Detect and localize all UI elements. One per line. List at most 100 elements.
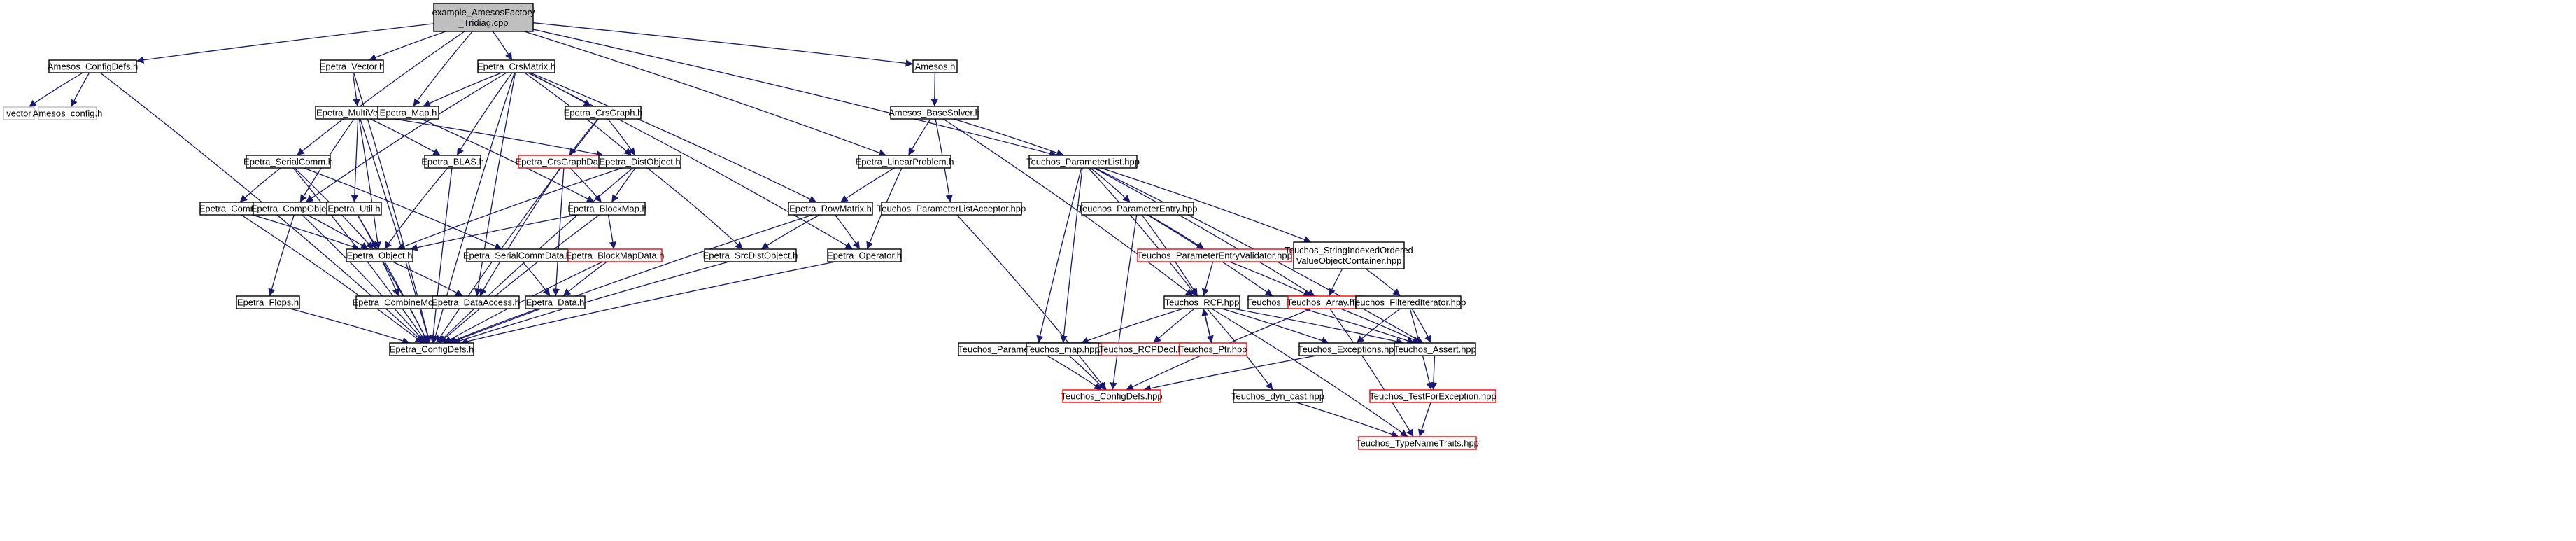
node-root[interactable]: example_AmesosFactory_Tridiag.cpp xyxy=(432,3,535,32)
node-teuchos_map[interactable]: Teuchos_map.hpp xyxy=(1025,342,1100,356)
node-vector: vector xyxy=(3,106,35,120)
node-box-teuchos_ptr xyxy=(1179,342,1247,356)
node-epetra_flops[interactable]: Epetra_Flops.h xyxy=(236,295,300,309)
node-teuchos_ptr[interactable]: Teuchos_Ptr.hpp xyxy=(1179,342,1247,356)
node-box-vector xyxy=(3,106,35,120)
node-box-teuchos_configdefs xyxy=(1062,389,1161,403)
node-label-amesos_configdefs: Amesos_ConfigDefs.h xyxy=(48,62,138,72)
node-teuchos_parameterlistacceptor[interactable]: Teuchos_ParameterListAcceptor.hpp xyxy=(877,202,1026,216)
node-epetra_data[interactable]: Epetra_Data.h xyxy=(525,295,586,309)
node-epetra_blockmap[interactable]: Epetra_BlockMap.h xyxy=(567,202,647,216)
node-box-epetra_map xyxy=(377,106,439,120)
node-box-epetra_blockmapdata xyxy=(567,248,663,262)
node-box-epetra_distobject xyxy=(598,155,681,169)
node-epetra_blockmapdata[interactable]: Epetra_BlockMapData.h xyxy=(566,248,665,262)
edge-epetra_crsmatrix-to-epetra_dataaccess xyxy=(474,72,516,297)
node-teuchos_assert[interactable]: Teuchos_Assert.hpp xyxy=(1394,342,1476,356)
node-epetra_object[interactable]: Epetra_Object.h xyxy=(346,248,413,262)
node-teuchos_typenametraits[interactable]: Teuchos_TypeNameTraits.hpp xyxy=(1356,436,1479,450)
edge-epetra_crsgraph-to-epetra_distobject xyxy=(607,118,636,156)
node-amesos_configdefs[interactable]: Amesos_ConfigDefs.h xyxy=(48,59,138,73)
edge-epetra_blas-to-epetra_configdefs xyxy=(429,167,453,344)
node-teuchos_testforexception[interactable]: Teuchos_TestForException.hpp xyxy=(1369,389,1496,403)
node-epetra_vector[interactable]: Epetra_Vector.h xyxy=(320,59,385,73)
node-label-epetra_serialcomm: Epetra_SerialComm.h xyxy=(243,157,333,167)
node-label-amesos_config: Amesos_config.h xyxy=(33,108,103,119)
node-label-teuchos_parameterentry: Teuchos_ParameterEntry.hpp xyxy=(1077,204,1197,214)
node-teuchos_exceptions[interactable]: Teuchos_Exceptions.hpp xyxy=(1298,342,1399,356)
node-epetra_distobject[interactable]: Epetra_DistObject.h xyxy=(598,155,681,169)
edge-epetra_blockmap-to-epetra_configdefs xyxy=(439,214,600,344)
node-teuchos_configdefs[interactable]: Teuchos_ConfigDefs.hpp xyxy=(1061,389,1163,403)
node-label-teuchos_rcpdecl: Teuchos_RCPDecl.hpp xyxy=(1099,344,1193,355)
node-label-root-line1: example_AmesosFactory xyxy=(432,7,535,17)
edge-epetra_distobject-to-epetra_object xyxy=(397,167,623,251)
edge-teuchos_parameterlist-to-teuchos_map xyxy=(1060,167,1083,344)
edge-epetra_linearproblem-to-epetra_rowmatrix xyxy=(840,167,896,203)
node-epetra_dataaccess[interactable]: Epetra_DataAccess.h xyxy=(432,295,520,309)
node-box-epetra_linearproblem xyxy=(858,155,951,169)
edge-epetra_compobject-to-epetra_configdefs xyxy=(302,214,426,344)
edge-teuchos_paramentryvalidator-to-teuchos_rcp xyxy=(1201,261,1214,297)
node-amesos_h[interactable]: Amesos.h xyxy=(912,59,958,73)
node-epetra_util[interactable]: Epetra_Util.h xyxy=(326,202,382,216)
edge-teuchos_ptr-to-teuchos_rcp xyxy=(1201,308,1212,344)
node-teuchos_filterediterator[interactable]: Teuchos_FilteredIterator.hpp xyxy=(1351,295,1466,309)
node-box-amesos_configdefs xyxy=(48,59,137,73)
node-box-epetra_dataaccess xyxy=(432,295,520,309)
node-teuchos_rcpdecl[interactable]: Teuchos_RCPDecl.hpp xyxy=(1099,342,1193,356)
node-epetra_serialcommdata[interactable]: Epetra_SerialCommData.h xyxy=(463,248,572,262)
node-epetra_crsmatrix[interactable]: Epetra_CrsMatrix.h xyxy=(477,59,555,73)
edge-epetra_crsmatrix-to-epetra_compobject xyxy=(305,72,507,203)
edge-epetra_rowmatrix-to-epetra_operator xyxy=(834,214,861,250)
edge-teuchos_assert-to-teuchos_testforexception xyxy=(1429,355,1438,391)
edge-teuchos_parameterlist-to-teuchos_stringindexed xyxy=(1101,167,1312,244)
node-label-epetra_object: Epetra_Object.h xyxy=(347,251,413,261)
edge-epetra_multivector-to-epetra_configdefs xyxy=(360,118,432,344)
node-box-epetra_srcdistobject xyxy=(704,248,797,262)
node-label-epetra_data: Epetra_Data.h xyxy=(526,297,585,308)
node-epetra_configdefs[interactable]: Epetra_ConfigDefs.h xyxy=(389,342,474,356)
edge-epetra_blockmap-to-epetra_blockmapdata xyxy=(607,214,617,250)
edge-epetra_multivector-to-epetra_distobject xyxy=(394,118,604,158)
node-epetra_blas[interactable]: Epetra_BLAS.h xyxy=(421,155,484,169)
node-teuchos_array[interactable]: Teuchos_Array.hpp xyxy=(1287,295,1365,309)
node-epetra_crsgraph[interactable]: Epetra_CrsGraph.h xyxy=(564,106,643,120)
node-label-epetra_configdefs: Epetra_ConfigDefs.h xyxy=(390,344,474,355)
edge-root-to-epetra_crsmatrix xyxy=(492,31,513,61)
node-epetra_rowmatrix[interactable]: Epetra_RowMatrix.h xyxy=(788,202,873,216)
node-epetra_linearproblem[interactable]: Epetra_LinearProblem.h xyxy=(856,155,954,169)
edge-amesos_configdefs-to-amesos_config xyxy=(70,72,90,108)
node-amesos_basesolver[interactable]: Amesos_BaseSolver.h xyxy=(889,106,980,120)
node-box-root xyxy=(433,3,534,32)
node-teuchos_rcp[interactable]: Teuchos_RCP.hpp xyxy=(1163,295,1240,309)
node-box-teuchos_filterediterator xyxy=(1355,295,1462,309)
edge-teuchos_testforexception-to-teuchos_typenametraits xyxy=(1417,402,1431,437)
node-box-teuchos_parameterlistacceptor xyxy=(881,202,1022,216)
node-label-epetra_crsgraphdata: Epetra_CrsGraphData.h xyxy=(515,157,613,167)
node-epetra_compobject[interactable]: Epetra_CompObject.h xyxy=(251,202,341,216)
node-teuchos_dyn_cast[interactable]: Teuchos_dyn_cast.hpp xyxy=(1231,389,1324,403)
edge-teuchos_stringindexed-to-teuchos_filterediterator xyxy=(1365,268,1401,297)
node-teuchos_parameterentry[interactable]: Teuchos_ParameterEntry.hpp xyxy=(1077,202,1198,216)
node-epetra_operator[interactable]: Epetra_Operator.h xyxy=(827,248,902,262)
node-box-epetra_flops xyxy=(236,295,300,309)
edge-epetra_data-to-epetra_configdefs xyxy=(448,308,539,344)
node-label-epetra_map: Epetra_Map.h xyxy=(380,108,437,118)
node-epetra_serialcomm[interactable]: Epetra_SerialComm.h xyxy=(243,155,333,169)
node-teuchos_stringindexed[interactable]: Teuchos_StringIndexedOrderedValueObjectC… xyxy=(1285,241,1413,269)
node-epetra_srcdistobject[interactable]: Epetra_SrcDistObject.h xyxy=(703,248,798,262)
node-epetra_map[interactable]: Epetra_Map.h xyxy=(377,106,439,120)
edge-epetra_crsgraph-to-epetra_crsgraphdata xyxy=(569,118,599,156)
edge-epetra_object-to-epetra_dataaccess xyxy=(392,261,463,297)
edge-root-to-epetra_map xyxy=(413,31,473,107)
edge-amesos_basesolver-to-teuchos_parameterlist xyxy=(953,118,1064,157)
node-label-teuchos_parameterlist: Teuchos_ParameterList.hpp xyxy=(1026,157,1140,167)
node-teuchos_parameterlist[interactable]: Teuchos_ParameterList.hpp xyxy=(1026,155,1140,169)
edge-epetra_compobject-to-epetra_object xyxy=(306,214,369,250)
node-teuchos_paramentryvalidator[interactable]: Teuchos_ParameterEntryValidator.hpp xyxy=(1137,248,1292,262)
node-label-epetra_crsmatrix: Epetra_CrsMatrix.h xyxy=(477,62,555,72)
edge-teuchos_parameterlist-to-teuchos_parameterentry xyxy=(1090,167,1131,203)
edge-teuchos_rcp-to-teuchos_assert xyxy=(1233,308,1404,345)
